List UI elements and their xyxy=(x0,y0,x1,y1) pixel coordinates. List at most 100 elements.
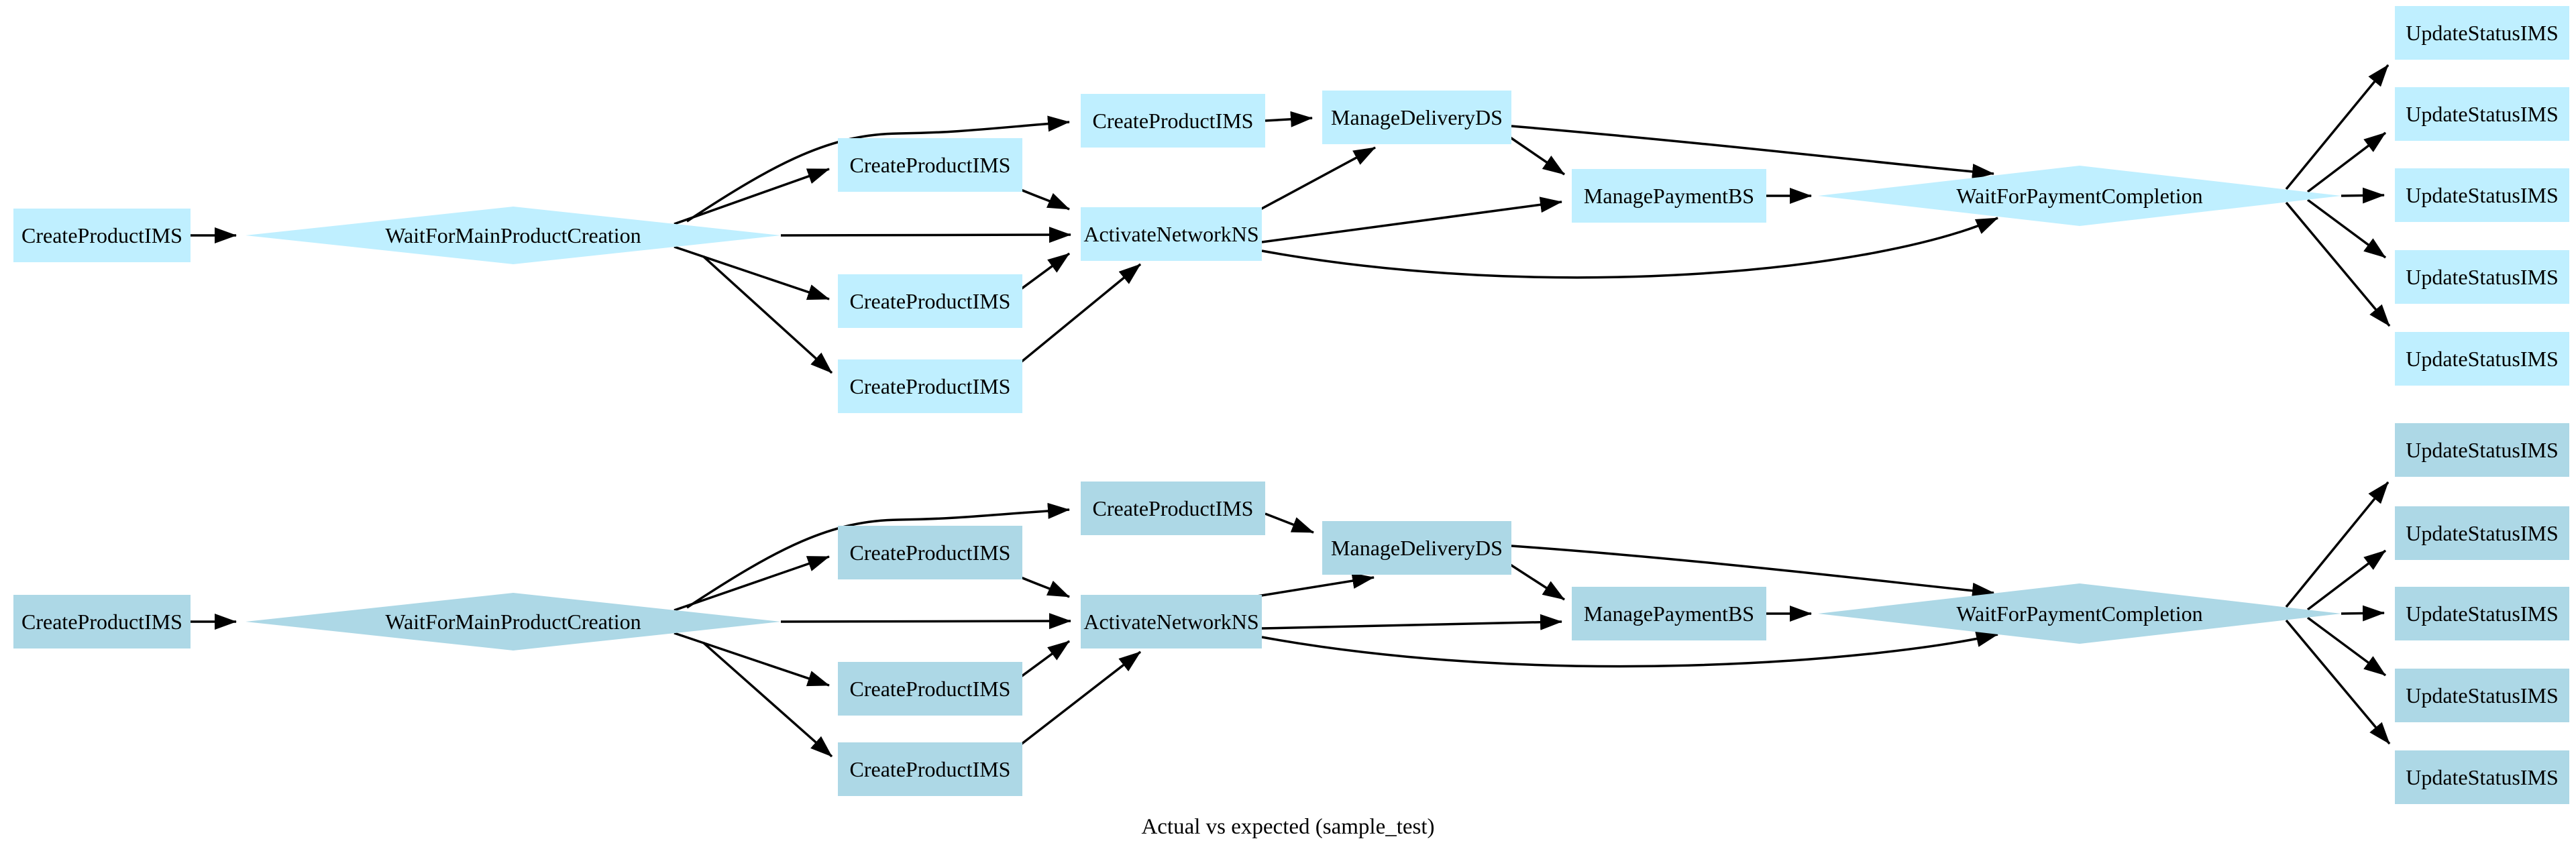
edge-cp4-activate xyxy=(1020,651,1142,746)
edge-fork-cp4 xyxy=(702,641,833,758)
edge-activate-payment xyxy=(1261,196,1562,243)
node-u1-box xyxy=(2395,423,2569,477)
edge-join-u5 xyxy=(2285,619,2391,745)
edge-fork-cp1 xyxy=(686,115,1070,223)
node-label-u5: UpdateStatusIMS xyxy=(2406,765,2559,789)
node-u4-box xyxy=(2395,250,2569,304)
node-label-join: WaitForPaymentCompletion xyxy=(1956,184,2202,208)
node-label-payment: ManagePaymentBS xyxy=(1584,184,1754,208)
edge-cp2-activate xyxy=(1020,188,1070,211)
node-u3-box xyxy=(2395,587,2569,640)
node-cp2-box xyxy=(838,138,1022,192)
node-label-u1: UpdateStatusIMS xyxy=(2406,438,2559,462)
node-cp3-box xyxy=(838,274,1022,328)
edge-activate-join xyxy=(1261,631,1998,668)
edge-activate-join xyxy=(1261,217,1998,279)
edge-delivery-payment xyxy=(1509,135,1565,176)
node-start-box xyxy=(13,595,191,648)
node-label-join: WaitForPaymentCompletion xyxy=(1956,602,2202,626)
edge-cp3-activate xyxy=(1020,252,1071,290)
diagram-bottom: CreateProductIMS WaitForMainProductCreati… xyxy=(13,423,2569,804)
node-payment-box xyxy=(1572,169,1766,223)
node-u1-box xyxy=(2395,6,2569,60)
node-activate-box xyxy=(1081,207,1262,261)
edge-fork-activate xyxy=(780,613,1071,630)
node-delivery-box xyxy=(1322,521,1511,575)
node-u5-box xyxy=(2395,332,2569,386)
edge-delivery-join xyxy=(1511,545,1994,599)
edge-fork-cp2 xyxy=(674,555,830,612)
node-u2-box xyxy=(2395,506,2569,560)
node-cp1-box xyxy=(1081,482,1265,535)
node-cp1-box xyxy=(1081,94,1265,148)
diagram-top: CreateProductIMS WaitForMainProductCreati… xyxy=(13,6,2569,413)
node-label-u3: UpdateStatusIMS xyxy=(2406,183,2559,207)
node-label-fork: WaitForMainProductCreation xyxy=(385,610,641,634)
node-label-activate: ActivateNetworkNS xyxy=(1083,610,1258,634)
edge-activate-delivery xyxy=(1252,146,1376,215)
edge-join-u2 xyxy=(2306,549,2387,611)
edge-cp4-activate xyxy=(1020,263,1142,363)
node-u3-box xyxy=(2395,168,2569,222)
node-label-u5: UpdateStatusIMS xyxy=(2406,347,2559,371)
node-payment-box xyxy=(1572,587,1766,640)
edge-activate-delivery xyxy=(1256,573,1375,598)
node-label-cp3: CreateProductIMS xyxy=(850,677,1011,701)
node-label-u2: UpdateStatusIMS xyxy=(2406,521,2559,545)
node-label-cp2: CreateProductIMS xyxy=(850,541,1011,565)
node-label-cp2: CreateProductIMS xyxy=(850,153,1011,177)
node-label-fork: WaitForMainProductCreation xyxy=(385,223,641,247)
node-start-box xyxy=(13,209,191,262)
node-fork-diamond xyxy=(246,207,781,264)
node-fork-diamond xyxy=(246,593,781,651)
node-activate-box xyxy=(1081,595,1262,648)
graph-caption: Actual vs expected (sample_test) xyxy=(1141,815,1434,839)
node-label-cp1: CreateProductIMS xyxy=(1093,109,1254,133)
node-cp2-box xyxy=(838,526,1022,579)
edge-join-u1 xyxy=(2285,64,2390,190)
node-cp4-box xyxy=(838,742,1022,796)
node-label-start: CreateProductIMS xyxy=(21,223,182,247)
graph-layer: CreateProductIMS WaitForMainProductCreati… xyxy=(13,6,2569,804)
edge-cp1-delivery xyxy=(1265,512,1314,534)
edge-delivery-payment xyxy=(1509,563,1565,601)
node-u2-box xyxy=(2395,87,2569,141)
node-label-cp3: CreateProductIMS xyxy=(850,289,1011,313)
edge-join-u4 xyxy=(2306,616,2387,677)
edge-fork-cp3 xyxy=(674,245,830,300)
edge-join-u5 xyxy=(2285,201,2391,327)
edge-fork-cp4 xyxy=(702,255,833,374)
node-label-payment: ManagePaymentBS xyxy=(1584,602,1754,626)
edge-join-u2 xyxy=(2306,131,2387,193)
node-cp4-box xyxy=(838,359,1022,413)
node-join-diamond xyxy=(1818,166,2341,226)
node-label-delivery: ManageDeliveryDS xyxy=(1331,105,1503,129)
node-label-start: CreateProductIMS xyxy=(21,610,182,634)
edge-fork-cp2 xyxy=(674,168,830,225)
node-cp3-box xyxy=(838,662,1022,716)
node-delivery-box xyxy=(1322,91,1511,144)
node-label-u4: UpdateStatusIMS xyxy=(2406,683,2559,708)
node-label-cp4: CreateProductIMS xyxy=(850,757,1011,781)
node-label-cp1: CreateProductIMS xyxy=(1093,496,1254,520)
node-u4-box xyxy=(2395,669,2569,722)
node-u5-box xyxy=(2395,750,2569,804)
node-join-diamond xyxy=(1818,583,2341,644)
node-label-u2: UpdateStatusIMS xyxy=(2406,102,2559,126)
edge-cp1-delivery xyxy=(1265,111,1313,127)
node-label-delivery: ManageDeliveryDS xyxy=(1331,536,1503,560)
edge-fork-cp1 xyxy=(686,502,1070,609)
edge-delivery-join xyxy=(1511,125,1994,180)
edge-cp2-activate xyxy=(1020,576,1070,598)
edge-activate-payment xyxy=(1261,614,1562,630)
node-label-u1: UpdateStatusIMS xyxy=(2406,21,2559,45)
node-label-cp4: CreateProductIMS xyxy=(850,374,1011,398)
edge-join-u3 xyxy=(2341,187,2385,204)
node-label-activate: ActivateNetworkNS xyxy=(1083,222,1258,246)
node-label-u4: UpdateStatusIMS xyxy=(2406,265,2559,289)
node-label-u3: UpdateStatusIMS xyxy=(2406,602,2559,626)
edge-cp3-activate xyxy=(1020,640,1071,678)
edge-join-u4 xyxy=(2306,199,2387,259)
